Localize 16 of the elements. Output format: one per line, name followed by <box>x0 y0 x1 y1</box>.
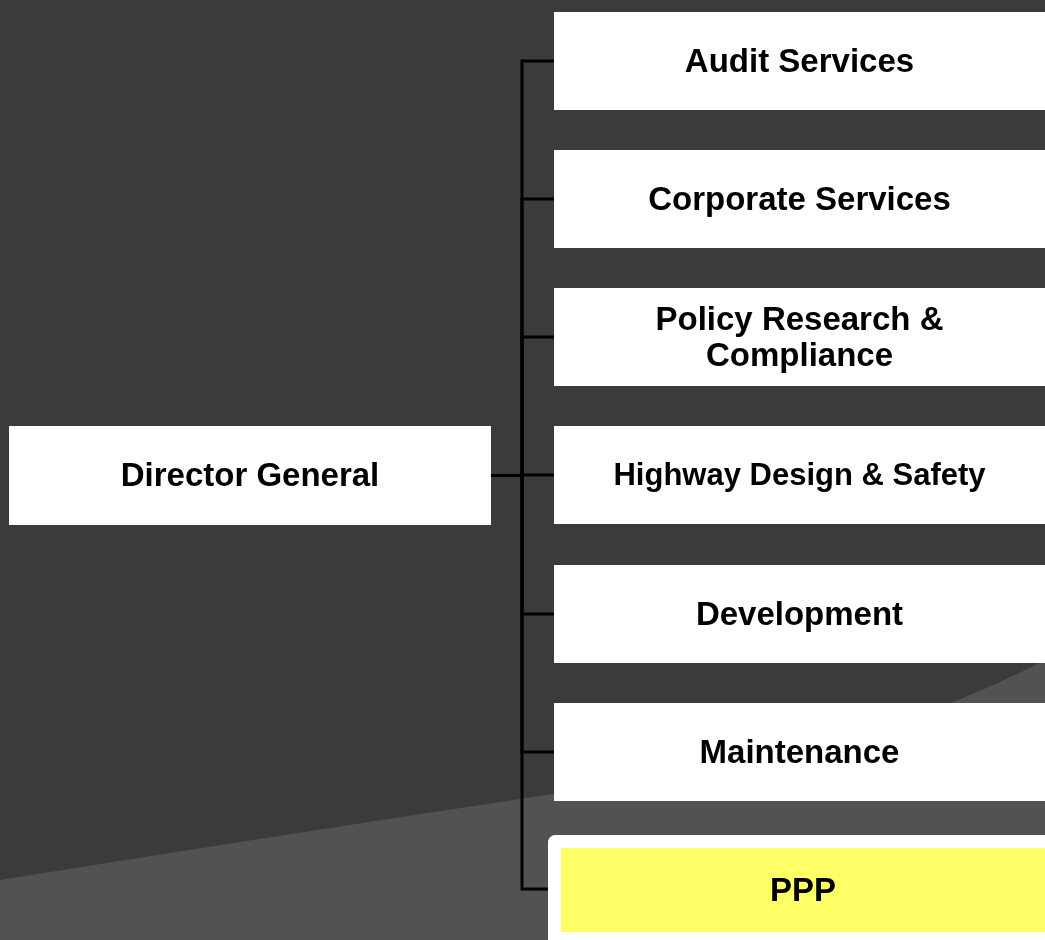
department-box <box>554 150 1045 248</box>
department-box <box>554 426 1045 524</box>
box-label: Corporate Services <box>648 180 951 218</box>
department-box <box>554 703 1045 801</box>
box-label: Director General <box>120 457 380 494</box>
department-box <box>554 12 1045 110</box>
box-label: Highway Design & Safety <box>613 457 986 493</box>
box-label: Audit Services <box>684 42 915 80</box>
head-box <box>9 426 491 525</box>
department-box <box>554 288 1045 386</box>
highlighted-box <box>548 835 1045 940</box>
box-label: PPP <box>769 871 836 909</box>
department-box <box>554 565 1045 663</box>
box-label: Policy Research & Compliance <box>654 300 945 374</box>
box-label: Maintenance <box>699 733 900 771</box>
box-label: Development <box>695 595 904 633</box>
